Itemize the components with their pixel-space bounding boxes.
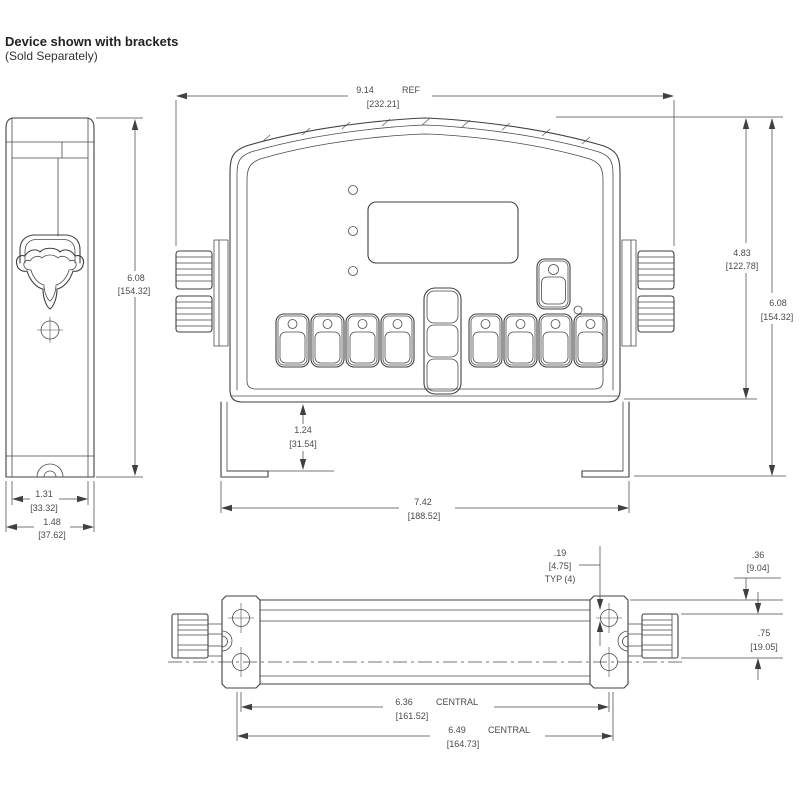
dim-bezel-height: 4.83 [122.78] — [556, 116, 783, 400]
side-view — [5, 117, 95, 478]
led-indicator — [348, 226, 358, 236]
keypad-button — [503, 313, 538, 368]
dim-text-mm: [232.21] — [367, 99, 400, 109]
bracket-plate-left — [221, 595, 261, 689]
dim-text: 6.08 — [127, 273, 145, 283]
led-indicator — [348, 266, 358, 276]
dim-text: 7.42 — [414, 497, 432, 507]
bracket-left — [220, 401, 269, 478]
dim-text-mm: [122.78] — [726, 261, 759, 271]
bracket-plate-right — [589, 595, 629, 689]
dim-overall-width: 9.14 REF [232.21] — [175, 85, 675, 246]
dim-text: 1.24 — [294, 425, 312, 435]
bracket-right — [581, 401, 630, 478]
dim-text: 1.31 — [35, 489, 53, 499]
dim-text: 4.83 — [733, 248, 751, 258]
dim-text: 9.14 — [356, 85, 374, 95]
dim-note: CENTRAL — [436, 697, 478, 707]
dim-hole-span-outer: 6.49 CENTRAL [164.73] — [236, 692, 614, 749]
dim-knob-height: .75 [19.05] — [681, 592, 783, 680]
dim-text-mm: [9.04] — [747, 563, 770, 573]
dim-text: 6.36 — [395, 697, 413, 707]
keypad-right — [468, 313, 608, 368]
dim-text: .19 — [554, 548, 567, 558]
dim-text: 1.48 — [43, 517, 61, 527]
dim-text-mm: [154.32] — [118, 286, 151, 296]
dim-side-depth-overall: 1.48 [37.62] — [5, 481, 95, 540]
dim-bracket-span: 7.42 [188.52] — [220, 481, 630, 521]
dim-bracket-drop: 1.24 [31.54] — [268, 404, 334, 472]
keypad-button — [573, 313, 608, 368]
side-knob-left — [175, 239, 229, 347]
dim-note: TYP (4) — [545, 574, 576, 584]
dim-hole-span-inner: 6.36 CENTRAL [161.52] — [240, 692, 610, 721]
dim-note: REF — [402, 85, 421, 95]
led-indicator — [348, 185, 358, 195]
power-button — [536, 258, 571, 310]
front-view — [175, 117, 675, 478]
dim-text: .75 — [758, 628, 771, 638]
keypad-button — [468, 313, 503, 368]
bezel-hatch — [261, 117, 591, 145]
note-title: Device shown with brackets — [5, 34, 179, 49]
bottom-knob-right — [627, 613, 679, 659]
dim-side-depth-inner: 1.31 [33.32] — [11, 481, 89, 513]
led-indicator — [573, 305, 583, 315]
keypad-button — [275, 313, 310, 368]
keypad-button — [380, 313, 415, 368]
note-subtitle: (Sold Separately) — [5, 49, 98, 63]
dim-text-mm: [33.32] — [30, 503, 58, 513]
dim-text: 6.08 — [769, 298, 787, 308]
dim-text-mm: [154.32] — [761, 312, 794, 322]
keypad-button — [538, 313, 573, 368]
side-knob-right — [621, 239, 675, 347]
bottom-view — [168, 595, 682, 689]
dim-note: CENTRAL — [488, 725, 530, 735]
center-mark — [37, 317, 63, 343]
dim-text-mm: [161.52] — [396, 711, 429, 721]
dim-overall-height-front: 6.08 [154.32] — [634, 118, 794, 477]
display-window — [367, 201, 519, 264]
dim-overall-height-side: 6.08 [154.32] — [96, 117, 151, 478]
dim-text-mm: [37.62] — [38, 530, 66, 540]
dim-text-mm: [4.75] — [549, 561, 572, 571]
dim-text-mm: [188.52] — [408, 511, 441, 521]
dim-slot-gap: .19 [4.75] TYP (4) — [545, 546, 604, 646]
sheet-note: Device shown with brackets (Sold Separat… — [5, 34, 178, 64]
keypad-button — [310, 313, 345, 368]
dim-text-mm: [19.05] — [750, 642, 778, 652]
dim-text: .36 — [752, 550, 765, 560]
dim-text: 6.49 — [448, 725, 466, 735]
keypad-button — [345, 313, 380, 368]
keypad-left — [275, 313, 415, 368]
dim-text-mm: [31.54] — [289, 439, 317, 449]
side-knob-profile — [15, 234, 85, 310]
nav-keypad — [423, 287, 462, 395]
bottom-knob-left — [171, 613, 223, 659]
dim-tab-offset: .36 [9.04] — [630, 550, 783, 601]
dim-text-mm: [164.73] — [447, 739, 480, 749]
